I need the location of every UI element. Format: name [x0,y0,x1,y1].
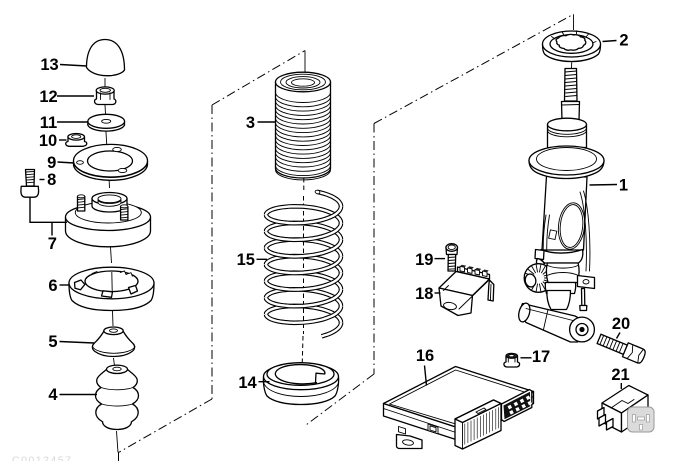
svg-text:19: 19 [415,251,433,269]
svg-text:15: 15 [237,251,255,269]
svg-text:12: 12 [39,88,57,106]
svg-text:17: 17 [532,348,550,366]
svg-text:18: 18 [415,285,433,303]
svg-text:9: 9 [47,154,56,172]
svg-text:13: 13 [40,56,58,74]
svg-text:11: 11 [40,114,57,132]
svg-text:21: 21 [611,366,629,384]
svg-text:3: 3 [246,114,255,132]
svg-text:5: 5 [48,333,57,351]
svg-text:16: 16 [416,347,434,365]
svg-text:4: 4 [48,386,58,404]
svg-text:20: 20 [612,315,630,333]
svg-text:C0012457: C0012457 [12,455,72,461]
svg-text:6: 6 [48,277,57,295]
svg-text:10: 10 [39,132,57,150]
svg-text:2: 2 [619,32,628,50]
svg-text:14: 14 [238,374,257,392]
svg-text:1: 1 [619,177,628,195]
svg-text:7: 7 [48,235,57,253]
svg-text:8: 8 [47,171,56,189]
